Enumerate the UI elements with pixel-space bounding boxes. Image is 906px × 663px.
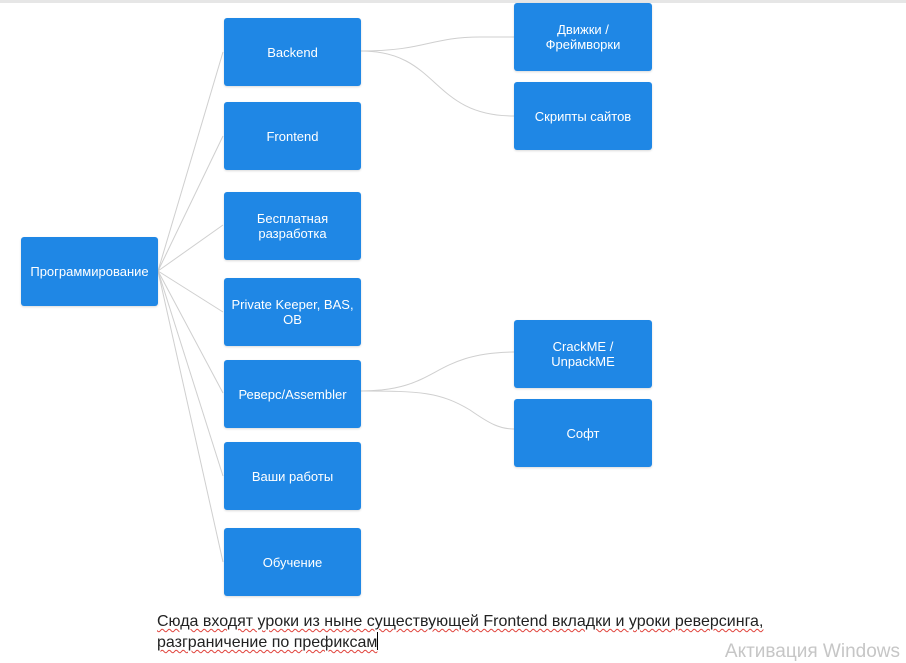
- note-line-1: Сюда входят уроки из ныне существующей F…: [157, 612, 857, 632]
- connector-root-private-keeper: [157, 270, 224, 313]
- text-cursor: [377, 632, 379, 650]
- connector-root-backend: [157, 51, 224, 272]
- connector-root-free-dev: [157, 224, 224, 272]
- node-engines-frameworks-label: Движки / Фреймворки: [545, 22, 621, 52]
- node-private-keeper-label: Private Keeper, BAS, OB: [231, 297, 354, 327]
- node-site-scripts[interactable]: Скрипты сайтов: [514, 82, 652, 150]
- node-your-works-label: Ваши работы: [251, 468, 334, 484]
- top-border: [0, 0, 906, 3]
- connector-root-frontend: [157, 135, 224, 272]
- node-site-scripts-label: Скрипты сайтов: [534, 108, 632, 124]
- node-backend-label: Backend: [267, 44, 318, 60]
- connector-reverse-crackme: [360, 351, 515, 392]
- connector-backend-scripts: [360, 50, 515, 117]
- node-free-development-label: Бесплатная разработка: [256, 211, 329, 241]
- node-reverse-assembler-label: Реверс/Assembler: [238, 386, 347, 402]
- node-backend[interactable]: Backend: [224, 18, 361, 86]
- connector-backend-engines: [360, 36, 514, 52]
- note-line-2: разграничение по префиксам: [157, 632, 857, 653]
- node-private-keeper[interactable]: Private Keeper, BAS, OB: [224, 278, 361, 346]
- connector-root-reverse: [157, 270, 224, 394]
- root-node[interactable]: Программирование: [21, 237, 158, 306]
- node-your-works[interactable]: Ваши работы: [224, 442, 361, 510]
- root-node-label: Программирование: [30, 264, 149, 279]
- note-line-2-text: разграничение по префиксам: [157, 634, 378, 651]
- node-engines-frameworks[interactable]: Движки / Фреймворки: [514, 3, 652, 71]
- connector-root-your-works: [157, 270, 224, 477]
- node-learning[interactable]: Обучение: [224, 528, 361, 596]
- node-soft-label: Софт: [566, 425, 600, 441]
- note-line-1-text: Сюда входят уроки из ныне существующей F…: [157, 613, 764, 630]
- node-crackme-unpackme-label: CrackME / UnpackME: [551, 339, 615, 369]
- node-frontend-label: Frontend: [266, 128, 319, 144]
- node-frontend[interactable]: Frontend: [224, 102, 361, 170]
- node-soft[interactable]: Софт: [514, 399, 652, 467]
- node-learning-label: Обучение: [262, 554, 323, 570]
- connector-root-learning: [157, 270, 224, 563]
- windows-activation-watermark: Активация Windows: [724, 641, 900, 662]
- note-text[interactable]: Сюда входят уроки из ныне существующей F…: [157, 612, 857, 653]
- node-crackme-unpackme[interactable]: CrackME / UnpackME: [514, 320, 652, 388]
- node-reverse-assembler[interactable]: Реверс/Assembler: [224, 360, 361, 428]
- node-free-development[interactable]: Бесплатная разработка: [224, 192, 361, 260]
- connector-reverse-soft: [360, 390, 515, 430]
